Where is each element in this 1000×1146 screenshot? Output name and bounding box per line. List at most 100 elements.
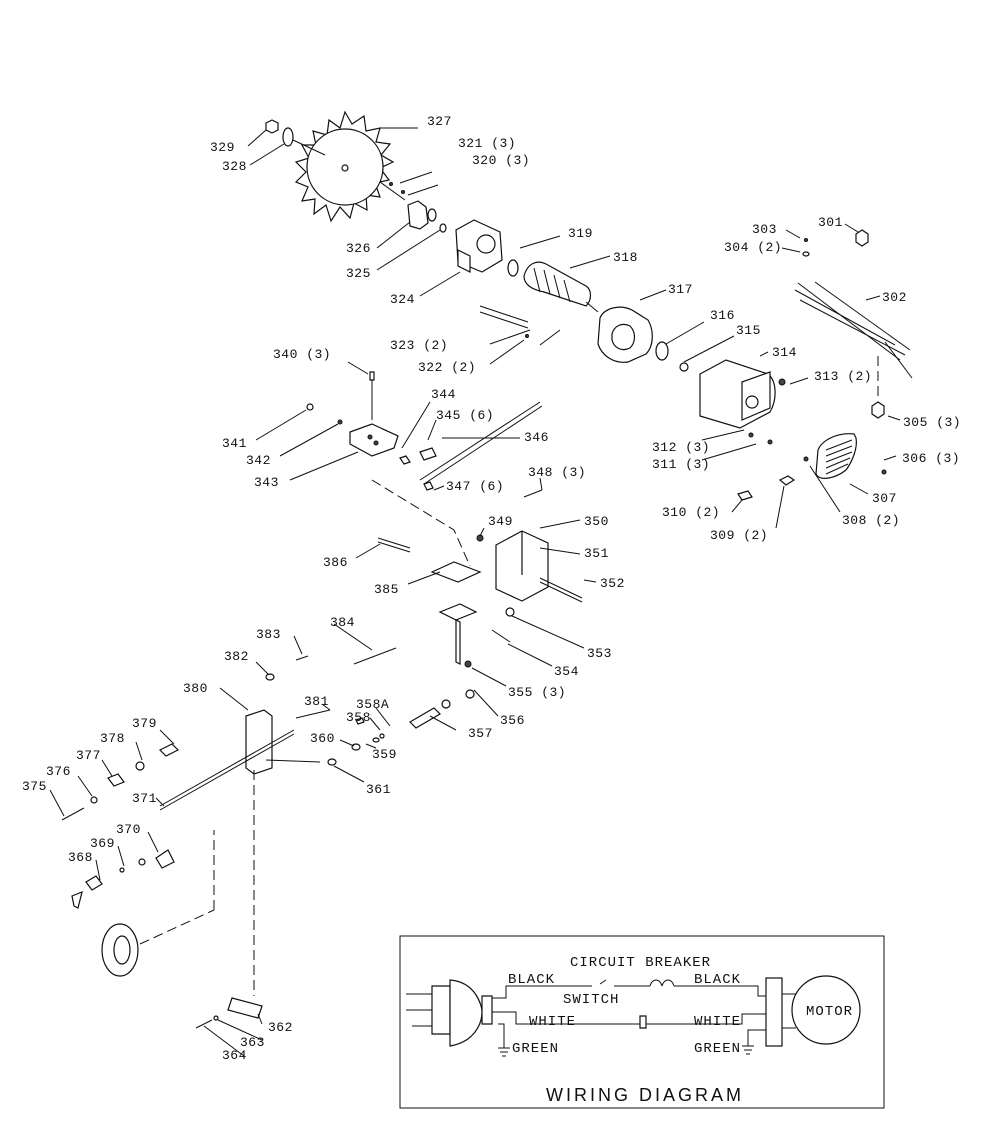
part-label-359: 359 xyxy=(372,747,397,762)
part-label-328: 328 xyxy=(222,159,247,174)
part-label-323: 323 (2) xyxy=(390,338,448,353)
part-label-305: 305 (3) xyxy=(903,415,961,430)
arbor-nut-washer xyxy=(265,119,326,156)
part-label-362: 362 xyxy=(268,1020,293,1035)
part-label-358a: 358A xyxy=(356,697,389,712)
plug-icon xyxy=(406,979,493,1047)
terminal-block xyxy=(765,977,783,1047)
white-wire-label-right: WHITE xyxy=(694,1014,741,1030)
part-label-343: 343 xyxy=(254,475,279,490)
wiring-diagram-title: WIRING DIAGRAM xyxy=(546,1085,744,1105)
part-label-325: 325 xyxy=(346,266,371,281)
part-label-313: 313 (2) xyxy=(814,369,872,384)
part-label-326: 326 xyxy=(346,241,371,256)
saw-blade-drawing xyxy=(294,110,395,223)
part-label-357: 357 xyxy=(468,726,493,741)
part-label-363: 363 xyxy=(240,1035,265,1050)
part-label-311: 311 (3) xyxy=(652,457,710,472)
handwheel xyxy=(101,830,215,977)
part-label-340: 340 (3) xyxy=(273,347,331,362)
part-label-355: 355 (3) xyxy=(508,685,566,700)
part-label-356: 356 xyxy=(500,713,525,728)
part-label-375: 375 xyxy=(22,779,47,794)
part-label-351: 351 xyxy=(584,546,609,561)
part-label-315: 315 xyxy=(736,323,761,338)
part-label-378: 378 xyxy=(100,731,125,746)
part-label-346: 346 xyxy=(524,430,549,445)
part-label-302: 302 xyxy=(882,290,907,305)
part-label-342: 342 xyxy=(246,453,271,468)
motor-housing xyxy=(699,359,786,429)
power-cord-302 xyxy=(794,229,913,419)
part-label-308: 308 (2) xyxy=(842,513,900,528)
black-wire-label-right: BLACK xyxy=(694,972,741,988)
tilt-bracket xyxy=(265,603,515,681)
part-label-370: 370 xyxy=(116,822,141,837)
part-label-344: 344 xyxy=(431,387,456,402)
part-label-386: 386 xyxy=(323,555,348,570)
part-label-376: 376 xyxy=(46,764,71,779)
part-label-360: 360 xyxy=(310,731,335,746)
bearing-and-washer xyxy=(655,341,689,372)
part-label-345: 345 (6) xyxy=(436,408,494,423)
part-label-322: 322 (2) xyxy=(418,360,476,375)
part-label-371: 371 xyxy=(132,791,157,806)
part-label-384: 384 xyxy=(330,615,355,630)
part-label-354: 354 xyxy=(554,664,579,679)
armature-and-bearing xyxy=(507,259,599,313)
part-label-350: 350 xyxy=(584,514,609,529)
part-label-380: 380 xyxy=(183,681,208,696)
part-label-382: 382 xyxy=(224,649,249,664)
field-stator xyxy=(597,306,653,363)
part-label-348: 348 (3) xyxy=(528,465,586,480)
part-label-312: 312 (3) xyxy=(652,440,710,455)
part-label-385: 385 xyxy=(374,582,399,597)
green-wire-label-right: GREEN xyxy=(694,1041,741,1057)
circuit-breaker-label: CIRCUIT BREAKER xyxy=(570,955,711,971)
white-wire-label-left: WHITE xyxy=(529,1014,576,1030)
part-label-301: 301 xyxy=(818,215,843,230)
part-label-358: 358 xyxy=(346,710,371,725)
part-label-306: 306 (3) xyxy=(902,451,960,466)
part-label-318: 318 xyxy=(613,250,638,265)
part-label-320: 320 (3) xyxy=(472,153,530,168)
part-label-379: 379 xyxy=(132,716,157,731)
part-label-316: 316 xyxy=(710,308,735,323)
part-label-319: 319 xyxy=(568,226,593,241)
leader-lines xyxy=(49,127,901,1057)
part-label-377: 377 xyxy=(76,748,101,763)
green-wire-label-left: GREEN xyxy=(512,1041,559,1057)
black-wire-label-left: BLACK xyxy=(508,972,555,988)
part-label-368: 368 xyxy=(68,850,93,865)
part-label-303: 303 xyxy=(752,222,777,237)
scale-bracket-362 xyxy=(195,770,263,1029)
part-label-309: 309 (2) xyxy=(710,528,768,543)
blade-flange-and-spindle xyxy=(379,181,447,233)
part-label-321: 321 (3) xyxy=(458,136,516,151)
motor-mount-bracket xyxy=(377,489,583,603)
part-label-383: 383 xyxy=(256,627,281,642)
motor-label: MOTOR xyxy=(806,1004,853,1020)
part-label-304: 304 (2) xyxy=(724,240,782,255)
part-label-361: 361 xyxy=(366,782,391,797)
stand-bolts-323 xyxy=(479,305,561,346)
wiring-diagram-border xyxy=(399,935,885,1109)
part-label-310: 310 (2) xyxy=(662,505,720,520)
part-label-381: 381 xyxy=(304,694,329,709)
height-adjust-assembly xyxy=(61,689,475,909)
brushes-and-holders xyxy=(737,432,796,501)
part-label-353: 353 xyxy=(587,646,612,661)
part-labels: 327 329 328 321 (3) 320 (3) 326 325 324 … xyxy=(22,114,961,1063)
part-label-347: 347 (6) xyxy=(446,479,504,494)
end-cover xyxy=(803,433,887,479)
part-label-324: 324 xyxy=(390,292,415,307)
part-label-317: 317 xyxy=(668,282,693,297)
part-label-329: 329 xyxy=(210,140,235,155)
switch-label: SWITCH xyxy=(563,992,619,1008)
bevel-bracket-assembly xyxy=(306,371,543,567)
part-label-349: 349 xyxy=(488,514,513,529)
part-label-307: 307 xyxy=(872,491,897,506)
part-label-364: 364 xyxy=(222,1048,247,1063)
